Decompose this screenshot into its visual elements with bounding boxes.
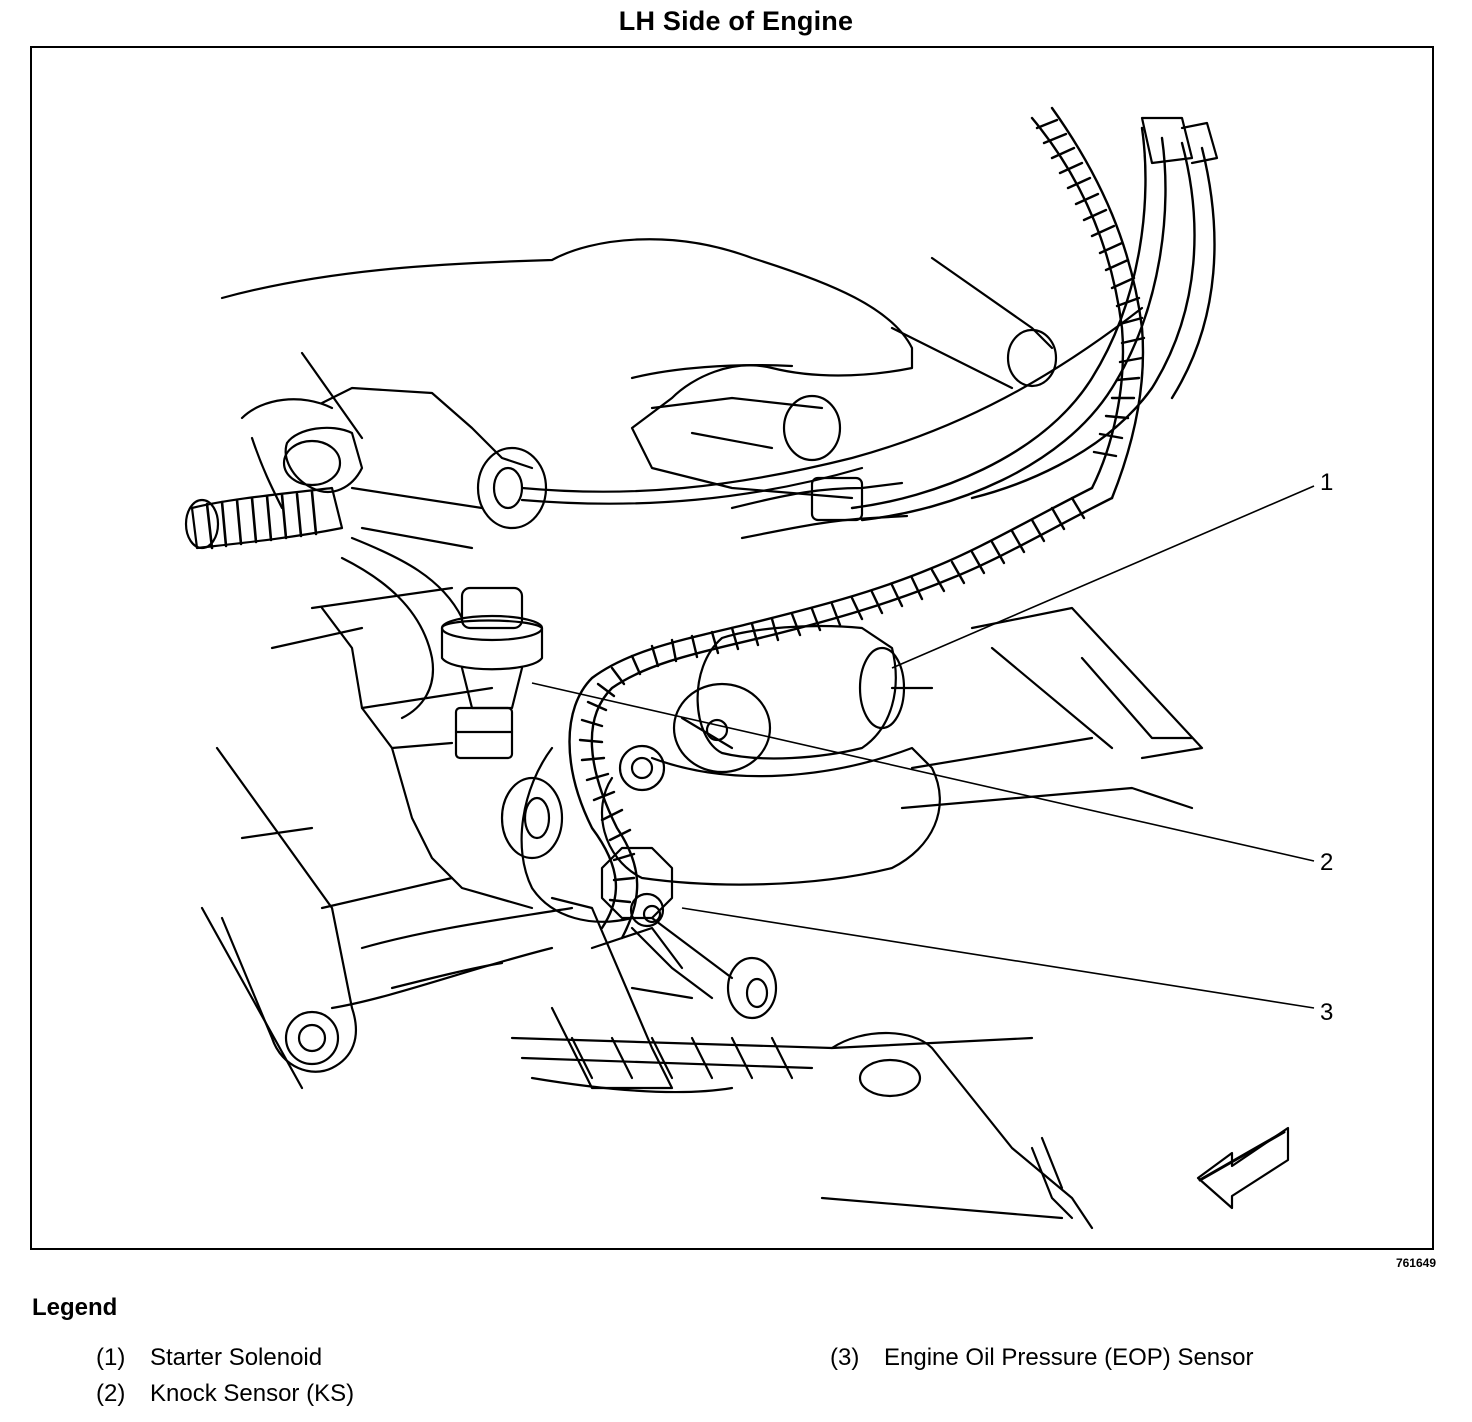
legend-number: (1) <box>96 1344 126 1371</box>
hose-fitting <box>284 426 364 493</box>
knock-sensor <box>440 619 544 671</box>
legend-item-3: (3) Engine Oil Pressure (EOP) Sensor <box>830 1344 1253 1372</box>
harness-lower <box>568 486 1114 940</box>
grommet-right <box>782 394 842 462</box>
wiring-harness-upper <box>850 106 1216 522</box>
starter-bolt <box>618 744 666 792</box>
legend-number: (2) <box>96 1380 126 1407</box>
legend-label: Knock Sensor (KS) <box>150 1380 355 1407</box>
legend-item-2: (2) Knock Sensor (KS) <box>96 1380 354 1408</box>
callout-3: 3 <box>1320 999 1333 1026</box>
grommet-center <box>476 446 548 530</box>
electrical-connector <box>1140 116 1194 165</box>
engine-illustration-frame: 1 2 3 <box>30 46 1434 1250</box>
callout-1: 1 <box>1320 469 1333 496</box>
leader-line-3 <box>681 907 1315 1009</box>
harness-lower-ribs <box>578 496 1086 904</box>
engine-block-outline <box>320 606 534 910</box>
leader-line-1 <box>891 485 1315 669</box>
intake-hose-left <box>190 486 344 550</box>
engine-illustration: 1 2 3 <box>184 106 1333 1230</box>
starter-housing <box>600 746 941 886</box>
eop-bracket <box>550 896 674 1090</box>
engine-mount-bracket <box>215 746 357 1073</box>
harness-ribs <box>1035 118 1146 458</box>
direction-arrow-icon <box>1196 1126 1290 1210</box>
mount-bolt <box>284 1010 340 1066</box>
leader-line-2 <box>531 682 1315 862</box>
starter-cable <box>730 481 904 510</box>
legend-item-1: (1) Starter Solenoid <box>96 1344 322 1372</box>
legend-number: (3) <box>830 1344 860 1371</box>
legend-label: Starter Solenoid <box>150 1344 323 1371</box>
manifold-lower-edge <box>320 386 534 470</box>
legend-heading: Legend <box>32 1294 118 1321</box>
legend-label: Engine Oil Pressure (EOP) Sensor <box>884 1344 1254 1371</box>
figure-id: 761649 <box>1395 1256 1436 1270</box>
hose-ribs-left <box>205 490 318 550</box>
oil-pan-drain-hole <box>858 1058 922 1098</box>
callout-2: 2 <box>1320 849 1333 876</box>
figure-title: LH Side of Engine <box>618 6 854 36</box>
